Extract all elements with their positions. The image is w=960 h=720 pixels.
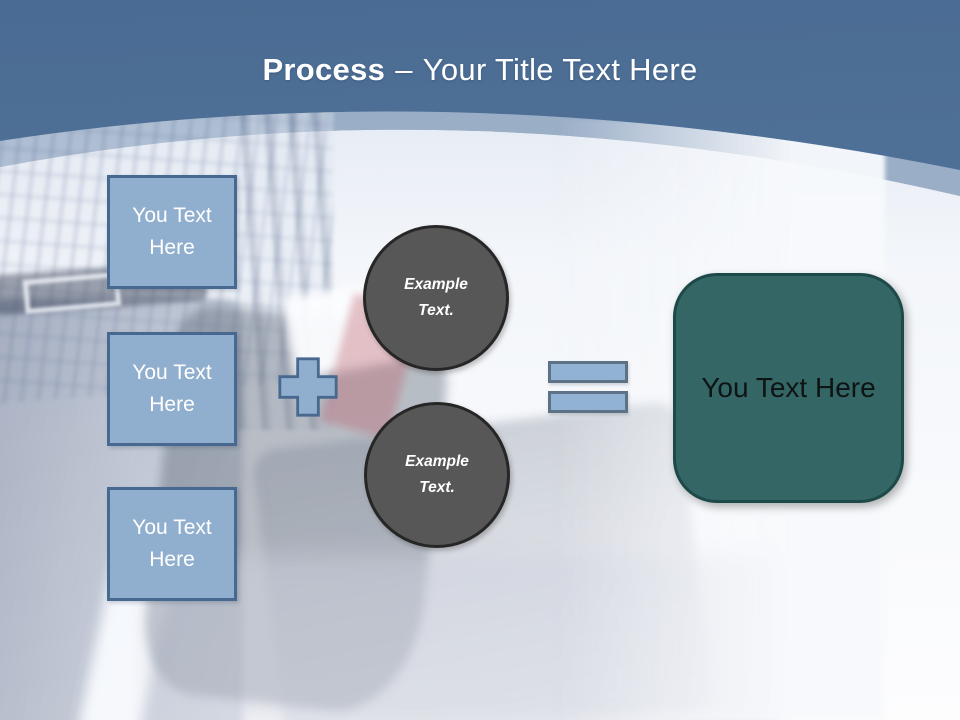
equals-operator-bar-top xyxy=(548,361,628,383)
input-box-1[interactable]: You Text Here xyxy=(107,175,237,289)
example-circle-1[interactable]: Example Text. xyxy=(363,225,509,371)
result-box[interactable]: You Text Here xyxy=(673,273,904,503)
title-emphasis: Process xyxy=(262,52,386,87)
input-box-1-label: You Text Here xyxy=(132,204,212,259)
example-circle-2-label: Example Text. xyxy=(405,453,469,496)
slide-title[interactable]: Process – Your Title Text Here xyxy=(0,52,960,88)
input-box-3[interactable]: You Text Here xyxy=(107,487,237,601)
input-box-2[interactable]: You Text Here xyxy=(107,332,237,446)
input-box-3-label: You Text Here xyxy=(132,516,212,571)
input-box-2-label: You Text Here xyxy=(132,361,212,416)
plus-operator xyxy=(277,356,339,418)
example-circle-1-label: Example Text. xyxy=(404,276,468,319)
result-box-label: You Text Here xyxy=(701,372,876,403)
example-circle-2[interactable]: Example Text. xyxy=(364,402,510,548)
title-separator: – xyxy=(395,52,413,87)
equals-operator-bar-bottom xyxy=(548,391,628,413)
plus-icon xyxy=(278,357,338,417)
title-rest: Your Title Text Here xyxy=(422,52,698,87)
